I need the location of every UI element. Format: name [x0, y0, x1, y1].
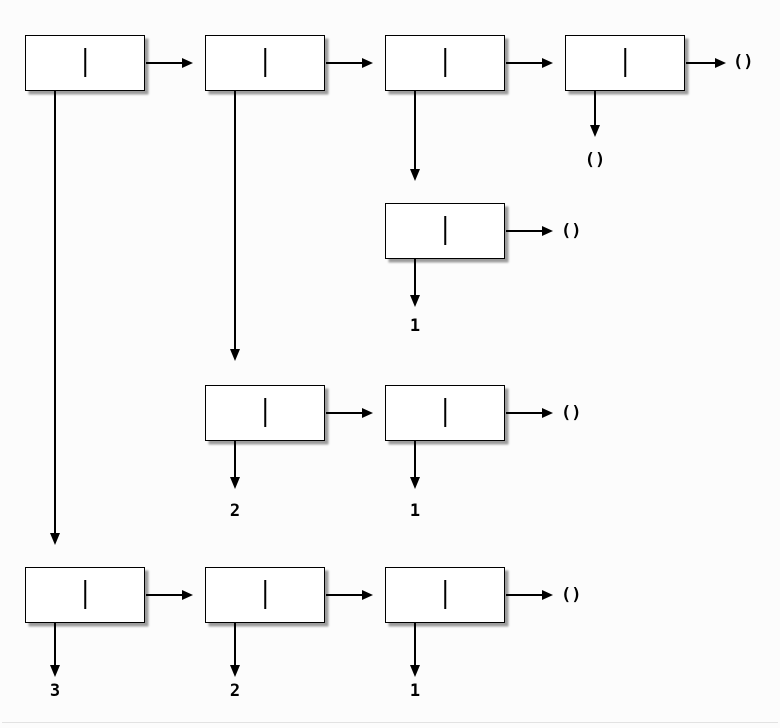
arrow-shaft	[54, 623, 56, 666]
arrowhead-down-icon	[50, 665, 60, 677]
arrowhead-down-icon	[230, 477, 240, 489]
arrow-shaft	[414, 623, 416, 666]
car-arrow-bottom-to-3	[50, 623, 60, 677]
cell-divider	[264, 398, 266, 427]
cell-divider	[84, 580, 86, 609]
value-label-row3-2: 2	[229, 501, 241, 521]
arrow-shaft	[506, 230, 543, 232]
value-label-bottom-3: 3	[49, 681, 61, 701]
cons-cell-top-4	[565, 35, 685, 91]
cell-divider	[624, 48, 626, 77]
cell-divider	[264, 580, 266, 609]
arrowhead-right-icon	[182, 58, 193, 68]
cdr-arrow-bottom-to-nil	[506, 590, 553, 600]
cons-cell-row2-1	[385, 203, 505, 259]
arrow-shaft	[326, 594, 363, 596]
arrowhead-right-icon	[542, 590, 553, 600]
cons-cell-row3-1	[205, 385, 325, 441]
arrow-shaft	[506, 62, 543, 64]
car-arrow-top-2-to-row3	[230, 91, 240, 361]
nil-label-top-right: ()	[733, 52, 754, 72]
nil-label-bottom: ()	[561, 585, 582, 605]
arrowhead-down-icon	[230, 665, 240, 677]
cell-divider	[84, 48, 86, 77]
value-label-row2-1: 1	[409, 316, 421, 336]
arrowhead-right-icon	[182, 590, 193, 600]
arrowhead-right-icon	[362, 408, 373, 418]
cons-cell-top-2	[205, 35, 325, 91]
arrowhead-down-icon	[410, 665, 420, 677]
arrow-shaft	[234, 91, 236, 350]
cons-cell-top-1	[25, 35, 145, 91]
cell-divider	[444, 216, 446, 245]
arrow-shaft	[234, 623, 236, 666]
arrow-shaft	[414, 259, 416, 296]
arrowhead-down-icon	[230, 349, 240, 361]
arrowhead-right-icon	[542, 58, 553, 68]
nil-label-row3: ()	[561, 403, 582, 423]
arrow-shaft	[506, 412, 543, 414]
car-arrow-top-3-to-row2	[410, 91, 420, 181]
arrow-shaft	[146, 594, 183, 596]
arrow-shaft	[506, 594, 543, 596]
cdr-arrow-top-1	[146, 58, 193, 68]
car-arrow-row3-to-1	[410, 441, 420, 489]
arrowhead-down-icon	[410, 477, 420, 489]
car-arrow-bottom-to-2	[230, 623, 240, 677]
arrow-shaft	[594, 91, 596, 126]
arrowhead-right-icon	[715, 58, 726, 68]
cdr-arrow-top-2	[326, 58, 373, 68]
arrowhead-right-icon	[542, 408, 553, 418]
arrowhead-down-icon	[590, 125, 600, 137]
car-arrow-row3-to-2	[230, 441, 240, 489]
cdr-arrow-top-3	[506, 58, 553, 68]
arrow-shaft	[234, 441, 236, 478]
cdr-arrow-row3-1	[326, 408, 373, 418]
cons-cell-row3-2	[385, 385, 505, 441]
cdr-arrow-top-4-to-nil	[686, 58, 726, 68]
cons-cell-bottom-2	[205, 567, 325, 623]
cell-divider	[444, 398, 446, 427]
arrowhead-down-icon	[410, 295, 420, 307]
arrow-shaft	[146, 62, 183, 64]
canvas-bottom-edge	[2, 722, 778, 723]
cons-cell-top-3	[385, 35, 505, 91]
cons-cell-bottom-3	[385, 567, 505, 623]
arrow-shaft	[414, 441, 416, 478]
arrow-shaft	[326, 62, 363, 64]
arrowhead-right-icon	[362, 590, 373, 600]
value-label-row3-1: 1	[409, 501, 421, 521]
arrowhead-down-icon	[410, 169, 420, 181]
cdr-arrow-bottom-2	[326, 590, 373, 600]
arrow-shaft	[414, 91, 416, 170]
arrowhead-right-icon	[362, 58, 373, 68]
car-arrow-top-4-to-nil	[590, 91, 600, 137]
cell-divider	[264, 48, 266, 77]
nil-label-under-top-4: ()	[584, 150, 606, 170]
arrow-shaft	[686, 62, 716, 64]
arrowhead-right-icon	[542, 226, 553, 236]
value-label-bottom-1: 1	[409, 681, 421, 701]
cdr-arrow-row2-to-nil	[506, 226, 553, 236]
value-label-bottom-2: 2	[229, 681, 241, 701]
cons-cell-bottom-1	[25, 567, 145, 623]
cdr-arrow-row3-to-nil	[506, 408, 553, 418]
car-arrow-top-1-to-bottom-row	[50, 91, 60, 545]
car-arrow-row2-to-1	[410, 259, 420, 307]
arrow-shaft	[326, 412, 363, 414]
cdr-arrow-bottom-1	[146, 590, 193, 600]
car-arrow-bottom-to-1	[410, 623, 420, 677]
arrowhead-down-icon	[50, 533, 60, 545]
nil-label-row2: ()	[561, 221, 582, 241]
arrow-shaft	[54, 91, 56, 534]
cell-divider	[444, 580, 446, 609]
cell-divider	[444, 48, 446, 77]
